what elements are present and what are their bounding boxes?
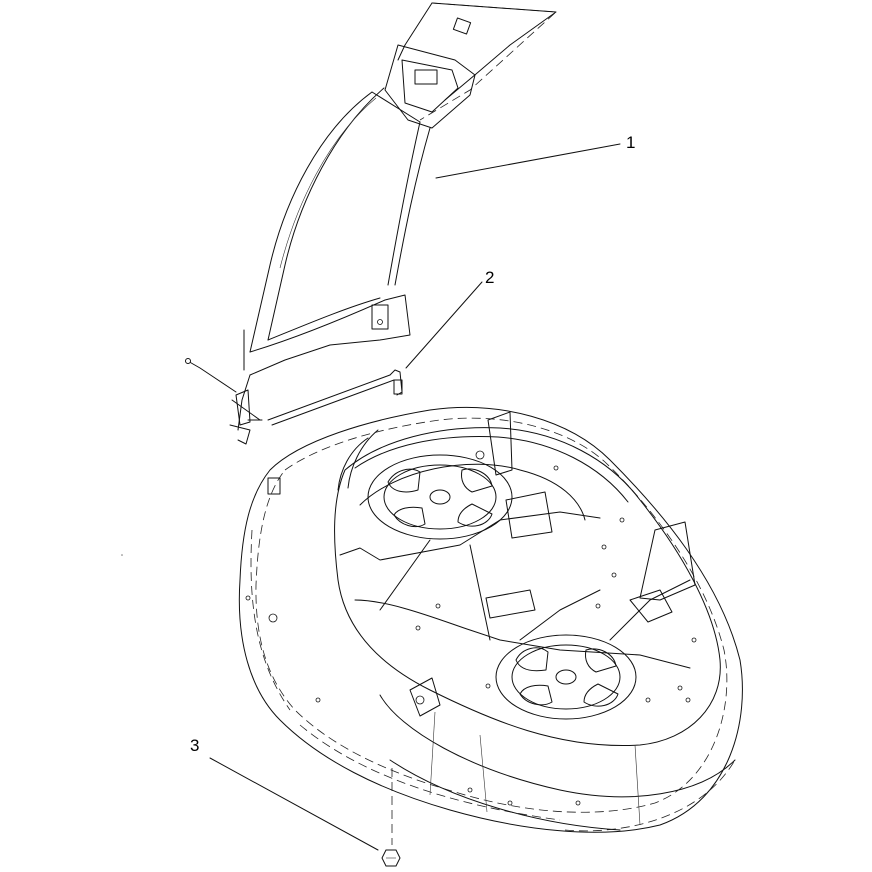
wire-clip-part [185,358,237,393]
hex-nut-part [209,757,401,867]
callout-label-3: 3 [190,736,200,755]
callout-label-2: 2 [485,268,495,287]
discharge-chute-part [229,2,621,445]
side-bracket [639,521,696,601]
left-spindle-hub [367,454,513,540]
right-spindle-hub [495,634,637,720]
callout-label-1: 1 [626,133,636,152]
pivot-rod-part [267,281,483,426]
rear-bracket [487,411,513,476]
mower-deck-assembly [238,407,743,845]
